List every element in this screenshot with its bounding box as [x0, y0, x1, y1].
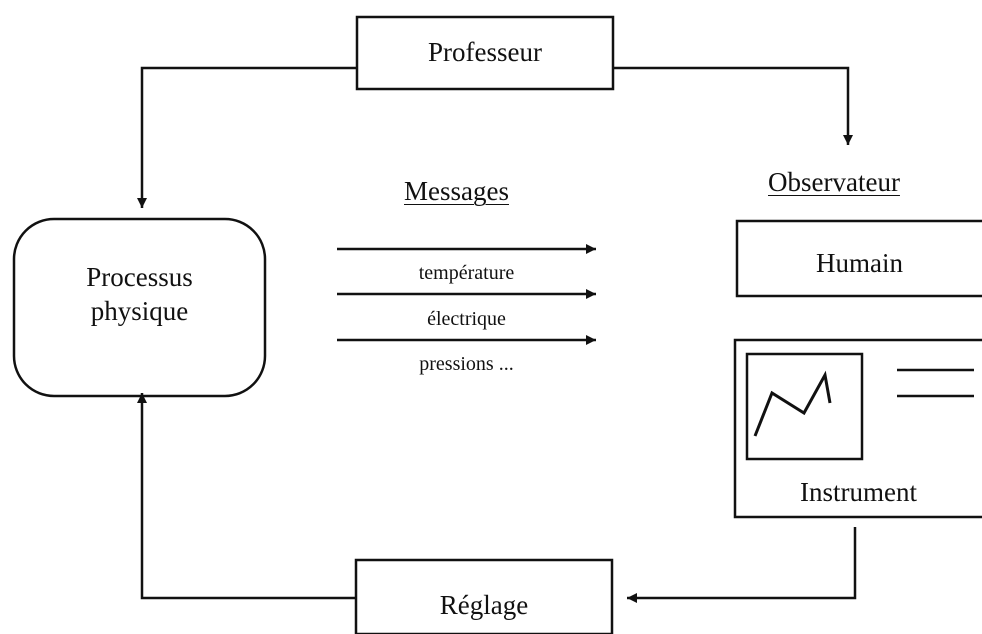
message-label-temperature: température [418, 262, 515, 284]
instrument-graph-line [753, 370, 832, 437]
message-arrows [337, 244, 596, 345]
humain-box [735, 219, 982, 298]
instrument-box [733, 338, 982, 519]
professeur-to-observateur-arrow [613, 66, 853, 145]
reglage-to-processus-arrow [137, 393, 356, 600]
message-label-pressions: pressions ... [419, 353, 514, 375]
humain-label: Humain [816, 248, 903, 278]
professeur-box [355, 15, 615, 91]
messages-heading: Messages [404, 176, 509, 206]
professeur-label: Professeur [428, 37, 542, 67]
message-label-electrique: électrique [427, 308, 506, 330]
professeur-to-processus-arrow [137, 66, 357, 208]
instrument-label: Instrument [800, 477, 917, 507]
processus-label-line2: physique [90, 296, 189, 326]
processus-label-line1: Processus [86, 262, 193, 292]
connector-arrows [137, 66, 857, 603]
reglage-label: Réglage [439, 590, 529, 620]
instrument-to-reglage-arrow [627, 527, 857, 603]
observateur-heading: Observateur [768, 167, 900, 197]
graph-screen [745, 352, 864, 461]
